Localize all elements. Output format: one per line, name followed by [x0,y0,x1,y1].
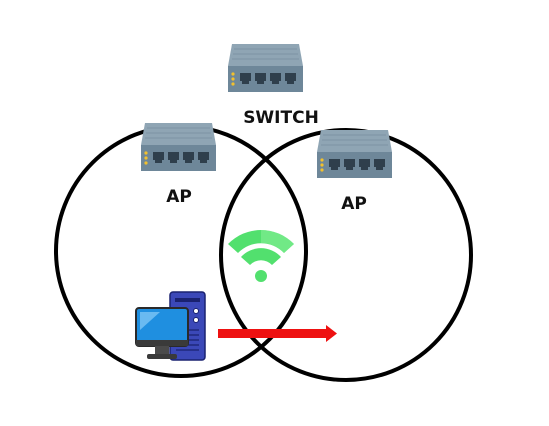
ap-left-device-icon [141,123,216,171]
ap-left-label: AP [166,187,192,207]
ap-right-device-icon [317,130,392,178]
switch-label: SWITCH [243,108,319,128]
desktop-computer-icon [135,291,206,361]
wifi-icon [228,230,294,282]
network-switch-icon [228,44,303,92]
arrow-right-icon [218,325,337,342]
ap-right-label: AP [341,194,367,214]
